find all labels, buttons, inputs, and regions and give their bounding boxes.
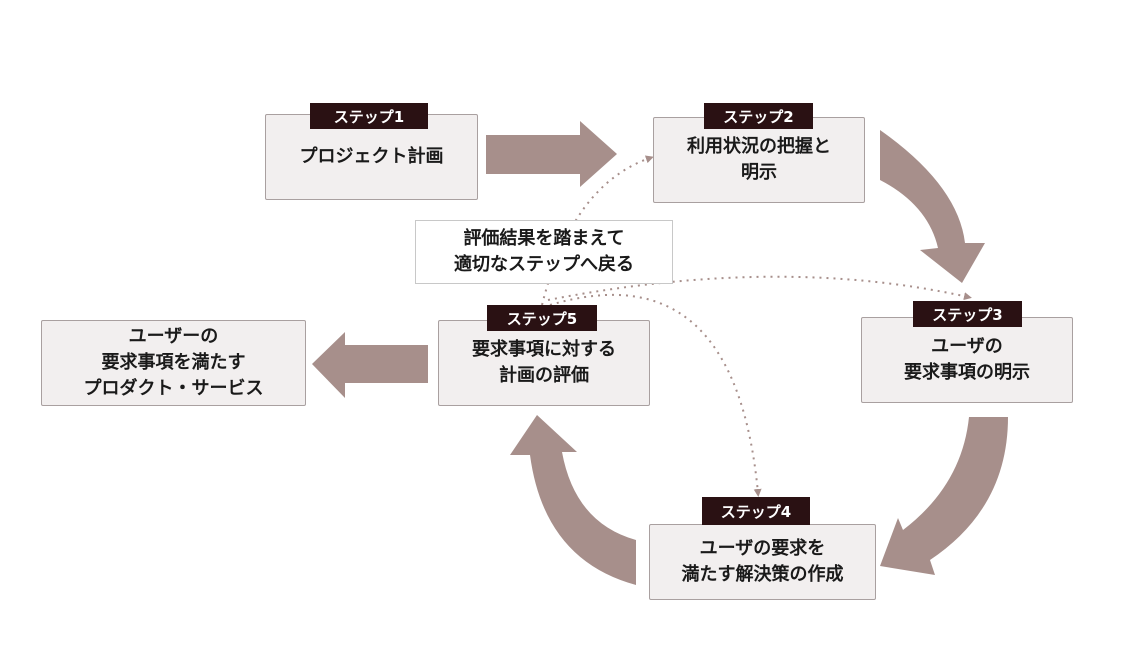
step2-tag: ステップ2 [704,103,813,129]
step2-text: 利用状況の把握と 明示 [687,136,831,183]
outcome-text: ユーザーの 要求事項を満たす プロダクト・サービス [83,326,264,399]
arrow-step5-to-outcome [312,332,428,398]
feedback-note-text: 評価結果を踏まえて 適切なステップへ戻る [454,228,634,275]
step3-text: ユーザの 要求事項の明示 [904,336,1030,383]
step4-tag: ステップ4 [702,497,810,525]
step1-tag: ステップ1 [310,103,428,129]
step4-box: ユーザの要求を 満たす解決策の作成 [649,524,876,600]
arrow-step4-to-step5 [510,415,636,585]
step2-box: 利用状況の把握と 明示 [653,117,865,203]
arrow-step2-to-step3 [880,130,985,283]
step3-tag: ステップ3 [913,301,1022,327]
step5-box: 要求事項に対する 計画の評価 [438,320,650,406]
step5-text: 要求事項に対する 計画の評価 [472,339,616,386]
outcome-box: ユーザーの 要求事項を満たす プロダクト・サービス [41,320,306,406]
feedback-note: 評価結果を踏まえて 適切なステップへ戻る [415,220,673,284]
step5-tag: ステップ5 [487,305,597,331]
step1-text: プロジェクト計画 [299,146,444,167]
arrow-step1-to-step2 [486,121,617,187]
arrow-step3-to-step4 [880,417,1008,575]
step3-box: ユーザの 要求事項の明示 [861,317,1073,403]
step4-text: ユーザの要求を 満たす解決策の作成 [681,538,844,585]
